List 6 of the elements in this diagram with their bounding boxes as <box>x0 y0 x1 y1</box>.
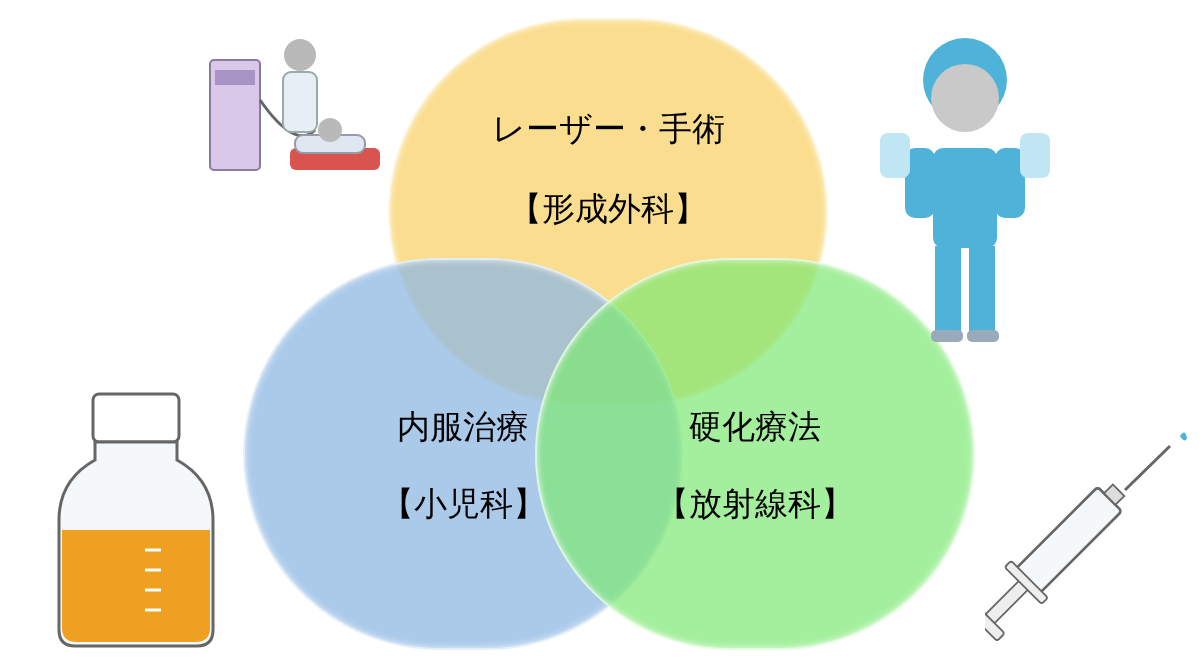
circle-title: 硬化療法 <box>689 410 821 443</box>
department-label: 【形成外科】 <box>509 192 707 225</box>
circle-title: レーザー・手術 <box>491 112 725 145</box>
circle-title: 内服治療 <box>397 410 529 443</box>
department-label: 【放射線科】 <box>656 487 854 520</box>
department-label: 【小児科】 <box>380 487 546 520</box>
